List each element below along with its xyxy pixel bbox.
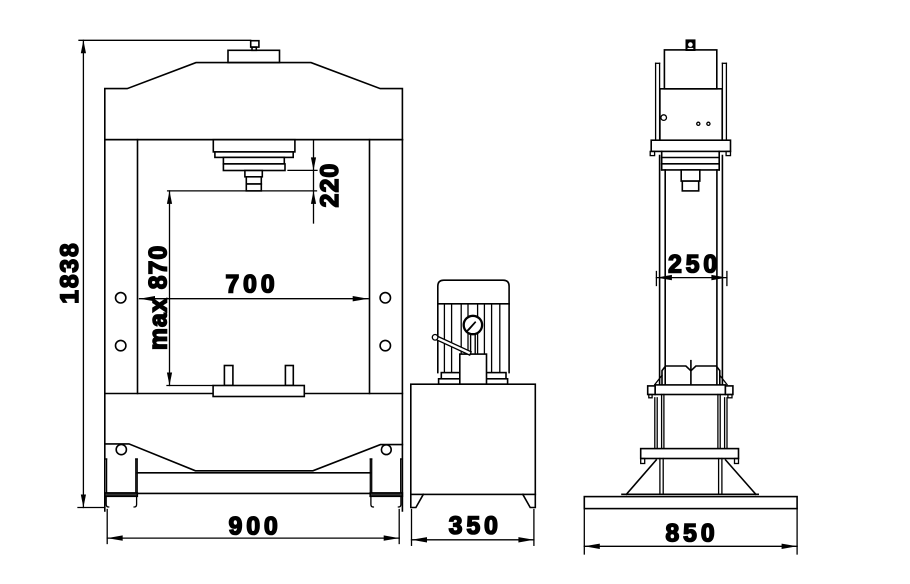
svg-text:250: 250 xyxy=(668,251,721,278)
svg-text:1838: 1838 xyxy=(57,241,84,303)
svg-text:220: 220 xyxy=(317,163,344,208)
svg-text:900: 900 xyxy=(229,513,282,540)
svg-text:850: 850 xyxy=(665,520,718,547)
svg-text:350: 350 xyxy=(449,513,502,540)
svg-text:700: 700 xyxy=(225,271,278,298)
